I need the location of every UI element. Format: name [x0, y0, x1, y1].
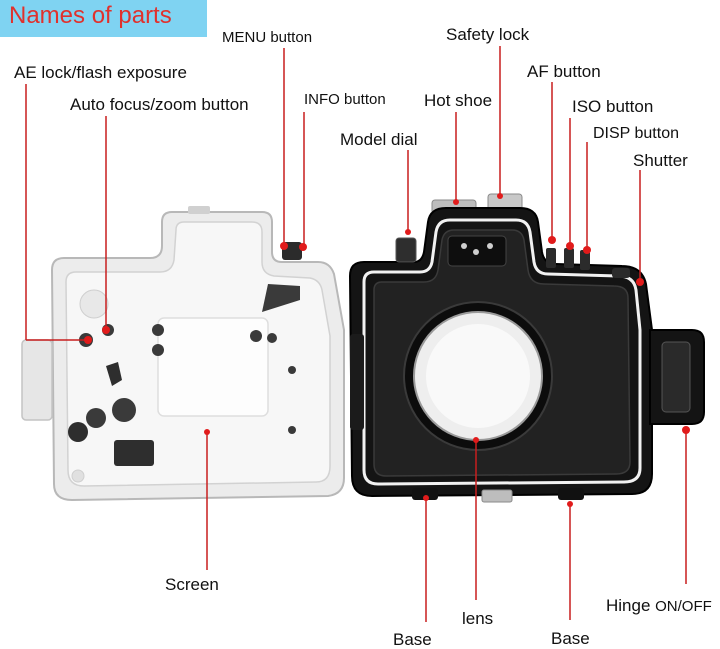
label-info-button: INFO button	[304, 91, 386, 108]
label-disp-button: DISP button	[593, 125, 679, 142]
marker-base-right	[567, 501, 573, 507]
label-lens: lens	[462, 609, 494, 628]
label-iso-button: ISO button	[572, 97, 654, 116]
marker-iso-button	[566, 242, 574, 250]
label-base-right: Base	[551, 629, 590, 648]
label-auto-focus-zoom: Auto focus/zoom button	[70, 95, 249, 114]
label-af-button: AF button	[527, 62, 601, 81]
marker-hinge	[682, 426, 690, 434]
marker-disp-button	[583, 246, 591, 254]
label-screen: Screen	[165, 575, 219, 594]
marker-ae-lock	[84, 336, 92, 344]
label-ae-lock: AE lock/flash exposure	[14, 63, 187, 82]
marker-safety-lock	[497, 193, 503, 199]
label-menu-button: MENU button	[222, 29, 313, 46]
marker-auto-focus-zoom	[102, 326, 110, 334]
label-base-left: Base	[393, 630, 432, 649]
label-hot-shoe: Hot shoe	[424, 91, 493, 110]
marker-af-button	[548, 236, 556, 244]
back-door-panel	[21, 206, 345, 502]
label-model-dial: Model dial	[340, 130, 418, 149]
label-shutter: Shutter	[633, 151, 688, 170]
housing-body	[348, 193, 705, 503]
marker-hot-shoe	[453, 199, 459, 205]
label-hinge: Hinge ON/OFF	[606, 597, 712, 614]
label-safety-lock: Safety lock	[446, 25, 530, 44]
diagram-title: Names of parts	[9, 2, 172, 29]
label-hinge-prefix: Hinge	[606, 596, 656, 615]
marker-shutter	[636, 278, 644, 286]
marker-info-button	[299, 243, 307, 251]
label-hinge-suffix: ON/OFF	[655, 598, 712, 615]
title-banner: Names of parts	[0, 0, 207, 37]
marker-screen	[204, 429, 210, 435]
marker-base-left	[423, 495, 429, 501]
marker-lens	[473, 437, 479, 443]
marker-model-dial	[405, 229, 411, 235]
marker-menu-button	[280, 242, 288, 250]
